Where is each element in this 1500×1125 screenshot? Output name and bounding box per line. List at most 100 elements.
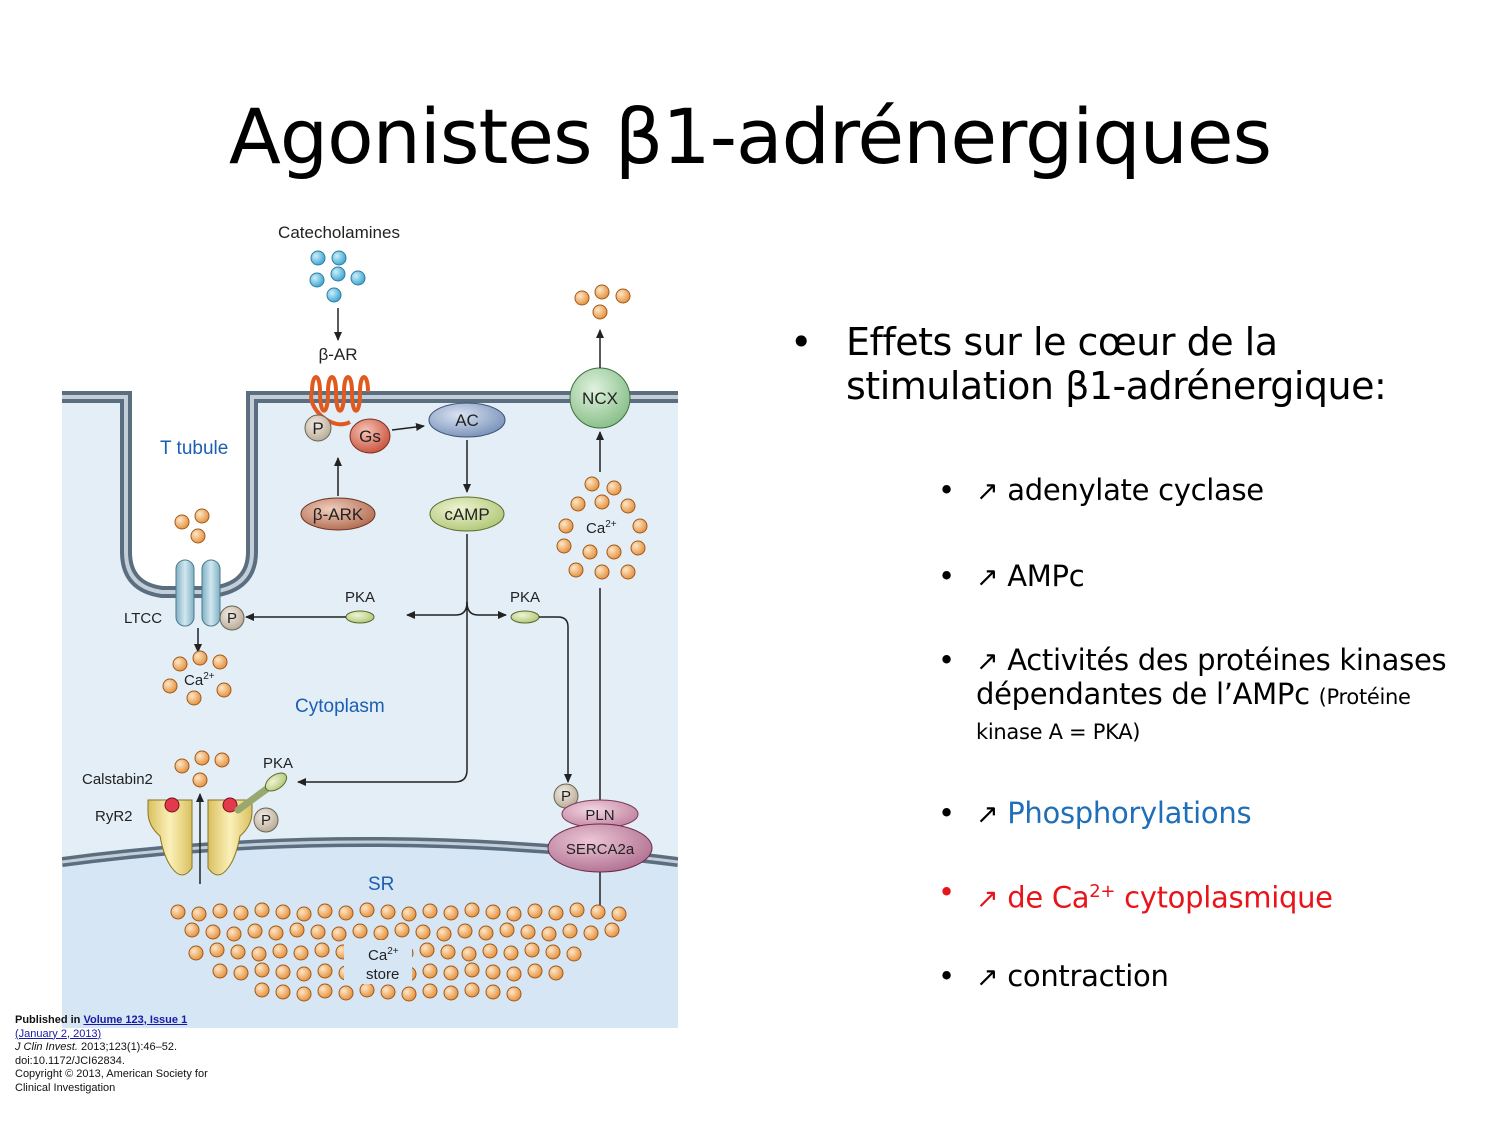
calcium-ion bbox=[331, 926, 347, 942]
beta-ark bbox=[300, 497, 376, 531]
calcium-ion bbox=[359, 902, 375, 918]
bullet-note: (Protéine kinase A = PKA) bbox=[976, 685, 1411, 744]
calcium-ion bbox=[226, 926, 242, 942]
calcium-ion bbox=[620, 564, 636, 580]
calcium-ion bbox=[499, 922, 515, 938]
calcium-ion bbox=[233, 965, 249, 981]
published-in-text: Published in bbox=[15, 1014, 84, 1026]
calcium-ion bbox=[275, 984, 291, 1000]
calcium-ion bbox=[317, 903, 333, 919]
ca-store-text: Ca bbox=[368, 947, 388, 964]
calcium-ion bbox=[464, 962, 480, 978]
calcium-ion bbox=[592, 304, 608, 320]
calcium-ion bbox=[594, 284, 610, 300]
increase-arrow-icon: ↗ bbox=[976, 476, 999, 507]
ca-right-text: Ca bbox=[586, 520, 606, 537]
ltcc-channel bbox=[175, 559, 221, 627]
catecholamine-molecule bbox=[331, 250, 347, 266]
increase-arrow-icon: ↗ bbox=[976, 883, 999, 915]
gs-protein bbox=[349, 418, 391, 454]
calcium-ion bbox=[524, 942, 540, 958]
catecholamine-molecule bbox=[326, 287, 342, 303]
calcium-ion bbox=[620, 498, 636, 514]
bullet-dot: • bbox=[938, 473, 955, 507]
calcium-ion bbox=[506, 906, 522, 922]
increase-arrow-icon: ↗ bbox=[976, 562, 999, 593]
calcium-ion bbox=[251, 946, 267, 962]
calcium-ion bbox=[293, 945, 309, 961]
increase-arrow-icon: ↗ bbox=[976, 962, 999, 993]
calcium-ion bbox=[615, 288, 631, 304]
calcium-ion bbox=[192, 650, 208, 666]
pka-anchor-stalk bbox=[234, 784, 272, 814]
calcium-ion bbox=[584, 476, 600, 492]
ryr2-label: RyR2 bbox=[95, 808, 133, 825]
copyright-text: Copyright © 2013, American Society for C… bbox=[15, 1068, 208, 1094]
beta-ar-receptor bbox=[310, 375, 370, 413]
phosphate-ryr-label: P bbox=[261, 812, 271, 829]
calcium-ion bbox=[604, 922, 620, 938]
calcium-ion bbox=[574, 290, 590, 306]
calcium-ion bbox=[352, 923, 368, 939]
ryr2-channel bbox=[147, 799, 253, 876]
phosphate-receptor-label: P bbox=[312, 419, 323, 438]
beta-ar-label: β-AR bbox=[318, 345, 357, 364]
catecholamines-label: Catecholamines bbox=[278, 223, 400, 242]
calcium-ion bbox=[338, 985, 354, 1001]
calcium-ion bbox=[415, 924, 431, 940]
calcium-ion bbox=[317, 983, 333, 999]
calcium-ion bbox=[583, 925, 599, 941]
calcium-ion bbox=[436, 926, 452, 942]
issue-date-link[interactable]: (January 2, 2013) bbox=[15, 1027, 102, 1040]
ryr2-subunit-right bbox=[207, 799, 253, 876]
calcium-ion bbox=[630, 540, 646, 556]
pka-right bbox=[510, 610, 540, 624]
adenylate-cyclase bbox=[428, 402, 506, 438]
calcium-ion bbox=[569, 902, 585, 918]
calcium-ion bbox=[541, 926, 557, 942]
calcium-ion bbox=[419, 942, 435, 958]
calcium-ion bbox=[296, 906, 312, 922]
calcium-ion bbox=[212, 903, 228, 919]
journal-name: J Clin Invest. bbox=[15, 1041, 78, 1053]
calcium-ion bbox=[172, 656, 188, 672]
ca-ltcc-text: Ca bbox=[184, 672, 204, 689]
calcium-ion bbox=[254, 902, 270, 918]
calcium-ion bbox=[194, 750, 210, 766]
calcium-ion bbox=[482, 943, 498, 959]
calcium-ion bbox=[606, 480, 622, 496]
bullet-text-after: cytoplasmique bbox=[1115, 880, 1333, 915]
ca-store-label: Ca2+ bbox=[368, 946, 399, 964]
calcium-ion bbox=[485, 984, 501, 1000]
calcium-ion bbox=[548, 905, 564, 921]
bullet-text: contraction bbox=[1007, 959, 1169, 993]
bullet-sup: 2+ bbox=[1089, 881, 1116, 902]
slide-title: Agonistes β1-adrénergiques bbox=[228, 92, 1272, 181]
phosphate-receptor bbox=[304, 414, 332, 442]
calcium-ion bbox=[545, 944, 561, 960]
calcium-ion bbox=[485, 964, 501, 980]
sr-region bbox=[62, 842, 678, 1028]
beta-ark-label: β-ARK bbox=[313, 505, 364, 524]
ltcc-subunit-left bbox=[175, 559, 195, 627]
calcium-ion bbox=[296, 986, 312, 1002]
calcium-ion bbox=[192, 772, 208, 788]
calcium-ion bbox=[373, 925, 389, 941]
calcium-ion bbox=[338, 905, 354, 921]
calcium-ion bbox=[422, 983, 438, 999]
catecholamine-molecule bbox=[309, 272, 325, 288]
calcium-ion bbox=[548, 965, 564, 981]
calcium-ion bbox=[272, 943, 288, 959]
calcium-ion bbox=[289, 922, 305, 938]
ca-store-sup: 2+ bbox=[387, 946, 399, 957]
calcium-ion bbox=[443, 985, 459, 1001]
calcium-ion bbox=[254, 982, 270, 998]
calcium-ion bbox=[212, 963, 228, 979]
calcium-ion bbox=[558, 518, 574, 534]
calcium-ion bbox=[568, 562, 584, 578]
calcium-ion bbox=[503, 945, 519, 961]
t-tubule-label: T tubule bbox=[160, 438, 228, 459]
volume-issue-link[interactable]: Volume 123, Issue 1 bbox=[83, 1014, 188, 1026]
ca-store-label-bg bbox=[344, 940, 412, 984]
pka-left-label: PKA bbox=[345, 589, 375, 606]
